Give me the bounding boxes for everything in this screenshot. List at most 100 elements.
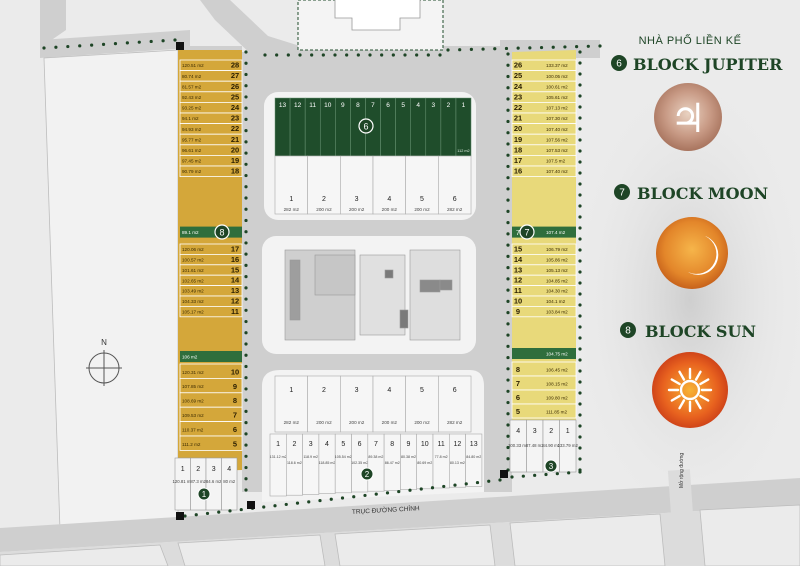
existing-building (334, 0, 421, 31)
block6-green-lot-3: 3 (425, 97, 442, 157)
lot-area: 84.90 m2 (542, 443, 561, 448)
block7-bottom-lot-4: 4 100.33 m2 (508, 419, 529, 473)
lot-number: 17 (514, 156, 522, 165)
lot-number: 13 (231, 286, 239, 295)
lot-number: 6 (233, 425, 237, 434)
lot-number: 25 (231, 92, 239, 101)
lot-number: 8 (233, 396, 237, 405)
lot-number: 4 (516, 428, 520, 435)
block8-bottom-lot-3: 384.6 m2 (205, 457, 222, 511)
lot-number: 18 (231, 167, 239, 176)
lot-number: 11 (231, 307, 239, 316)
left-land (43, 49, 179, 531)
block8-bottom-lot-4: 480 m2 (221, 457, 238, 511)
lot-area: 112 m2 (457, 149, 469, 153)
lot-number: 1 (289, 387, 293, 394)
lot-area: 111.2 m2 (182, 442, 201, 447)
block7-green-area-2: 104.75 m2 (546, 352, 568, 357)
block7-green-lot-2 (512, 348, 576, 359)
perimeter-dots (42, 38, 602, 518)
block8-lot-17: 120.06 m2 17 (179, 243, 243, 255)
block7-lot-9: 103.84 m29 (511, 305, 577, 318)
lot-area: 84.6 m2 (206, 479, 222, 484)
lot-number: 13 (470, 441, 478, 448)
lot-number: 5 (233, 439, 237, 448)
block6-green-lot-10: 10 (319, 97, 336, 157)
block6-green-lot-4: 4 (410, 97, 427, 157)
lot-area: 80.69 m2 (417, 461, 432, 465)
lot-area: 133.79 m2 (558, 443, 579, 448)
lot-area: 107.85 m2 (182, 384, 204, 389)
lot-number: 18 (514, 145, 522, 154)
lot-number: 1 (276, 441, 280, 448)
lot-area: 103.84 m2 (546, 309, 568, 314)
svg-text:6: 6 (616, 59, 622, 70)
lot-number: 14 (231, 276, 240, 285)
lot-number: 10 (324, 102, 332, 109)
lot-number: 6 (386, 102, 390, 109)
lot-number: 3 (533, 428, 537, 435)
lot-area: 120.31 m2 (182, 370, 204, 375)
lot-number: 13 (514, 265, 522, 274)
lot-area: 80.38 m2 (401, 455, 416, 459)
lot-number: 5 (401, 102, 405, 109)
lot-area: 109.80 m2 (546, 396, 568, 401)
legend-block-moon: 7 BLOCK MOON (614, 184, 768, 289)
lot-area: 80.74 m2 (182, 74, 202, 79)
lot-area: 81.57 m2 (182, 84, 202, 89)
block6-green-lot-6: 6 (380, 97, 396, 157)
lot-area: 100.33 m2 (508, 443, 529, 448)
north-compass: N (86, 338, 122, 386)
lot-area: 120.06 m2 (182, 247, 204, 252)
legend-block-sun: 8 BLOCK SUN (620, 322, 756, 428)
block7-bottom-lot-3: 387.48 m2 (526, 419, 544, 473)
lot-number: 1 (289, 196, 293, 203)
lot-area: 87.3 m2 (190, 479, 206, 484)
lot-area: 107.40 m2 (546, 169, 568, 174)
lot-number: 7 (516, 379, 520, 388)
block6-green-lot-12: 12 (289, 97, 306, 157)
lot-number: 17 (231, 244, 239, 253)
lot-area: 102.65 m2 (182, 278, 204, 283)
lot-area: 120.51 m2 (182, 63, 204, 68)
lot-number: 3 (431, 102, 435, 109)
ink-wash (570, 70, 800, 530)
lot-area: 200 m2 (316, 207, 332, 212)
block6-green-lot-11: 11 (304, 97, 321, 157)
svg-text:1: 1 (202, 490, 207, 499)
lot-number: 8 (390, 441, 394, 448)
lot-area: 109.53 m2 (182, 413, 204, 418)
lot-area: 80 m2 (223, 479, 236, 484)
block6-green-lot-9: 9 (335, 97, 351, 157)
block2-small-lot-9: 980.38 m2 (400, 433, 417, 490)
lot-area: 105.86 m2 (546, 257, 568, 262)
block7-lot-7: 108.15 m27 (511, 375, 577, 391)
lot-number: 20 (231, 145, 239, 154)
lot-area: 96.61 m2 (182, 148, 202, 153)
block8-lot-14: 102.65 m2 14 (179, 274, 243, 287)
top-left-road (40, 0, 66, 48)
lot-number: 27 (231, 71, 239, 80)
block7-lot-5: 111.85 m25 (511, 403, 577, 419)
lot-area: 118.85 m2 (319, 461, 336, 465)
lot-area: 80.13 m2 (450, 461, 465, 465)
lot-number: 16 (514, 167, 522, 176)
block-marker-3: 3 (544, 459, 558, 473)
